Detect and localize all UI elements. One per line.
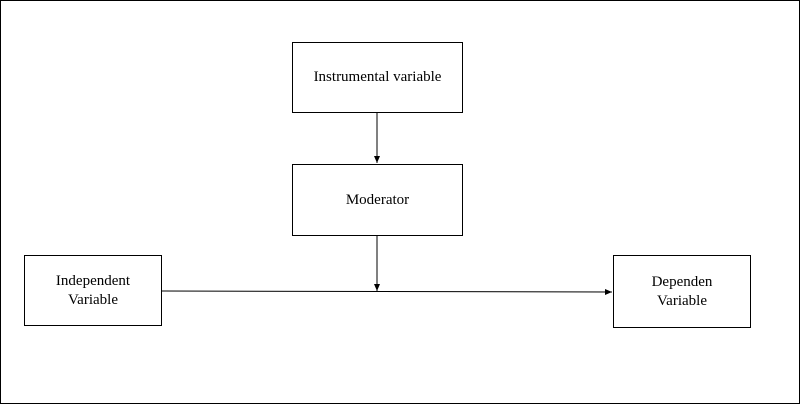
independent-variable-label: Independent Variable: [55, 272, 131, 308]
independent-variable-box: Independent Variable: [24, 255, 162, 326]
moderator-label: Moderator: [345, 191, 410, 208]
dependent-variable-label: Dependen Variable: [651, 273, 713, 309]
instrumental-variable-label: Instrumental variable: [313, 69, 442, 85]
dependent-variable-box: Dependen Variable: [613, 255, 751, 328]
moderator-box: Moderator: [292, 164, 463, 236]
instrumental-variable-box: Instrumental variable: [292, 42, 463, 113]
edge-independent-to-dependent: [161, 288, 613, 295]
